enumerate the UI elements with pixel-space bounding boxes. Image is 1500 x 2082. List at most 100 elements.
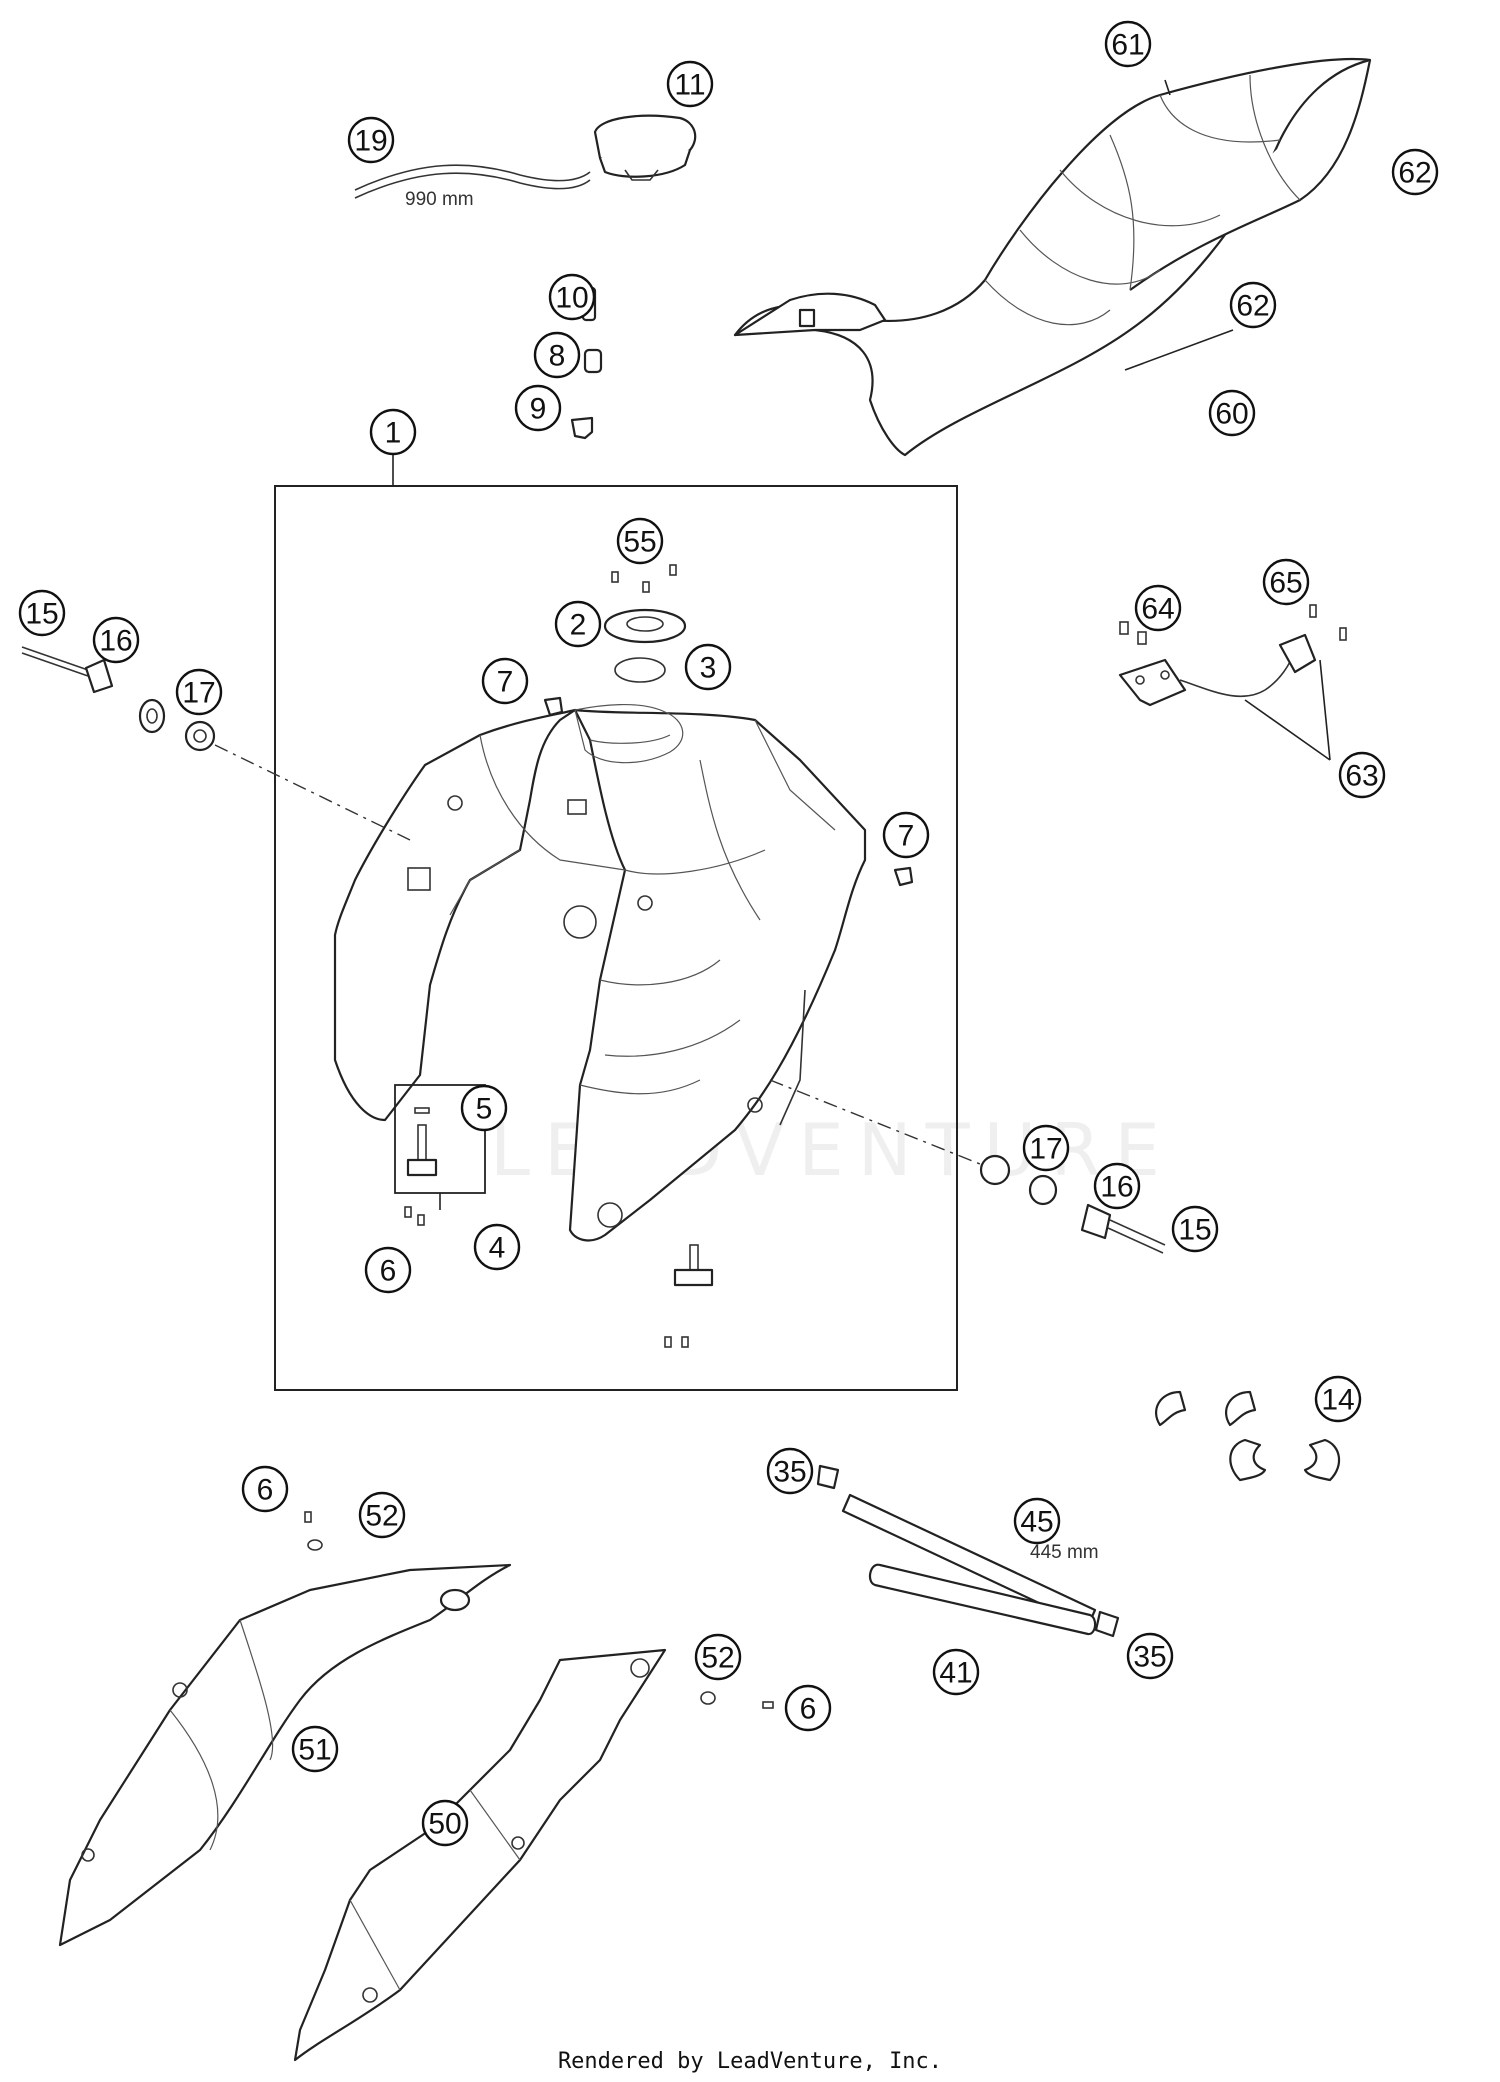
left-mount-hardware: [21, 646, 411, 841]
callout-circle: [1208, 389, 1256, 437]
callout-circle: [364, 1246, 412, 1294]
callout-circle: [514, 384, 562, 432]
callout-6: 6: [364, 1246, 412, 1294]
callout-62: 62: [1229, 281, 1277, 329]
callout-51: 51: [291, 1725, 339, 1773]
callout-45: 45: [1013, 1497, 1061, 1545]
callout-7: 7: [882, 811, 930, 859]
breather-hoses: 445 mm: [816, 1464, 1120, 1638]
callout-labels: 1234566677891011141515161617171935354145…: [18, 20, 1439, 1847]
callout-65: 65: [1262, 558, 1310, 606]
callout-number: 8: [549, 340, 566, 373]
callout-number: 4: [489, 1232, 506, 1265]
callout-number: 62: [1398, 157, 1431, 190]
callout-number: 5: [476, 1093, 493, 1126]
callout-circle: [554, 600, 602, 648]
callout-19: 19: [347, 116, 395, 164]
callout-circle: [1093, 1162, 1141, 1210]
callout-circle: [421, 1799, 469, 1847]
right-mount-hardware: [769, 1079, 1166, 1254]
callout-7: 7: [481, 657, 529, 705]
callout-64: 64: [1134, 584, 1182, 632]
callout-6: 6: [241, 1465, 289, 1513]
callout-5: 5: [460, 1084, 508, 1132]
callout-circle: [369, 408, 417, 456]
callout-number: 11: [674, 69, 705, 102]
callout-circle: [481, 657, 529, 705]
callout-circle: [684, 643, 732, 691]
callout-4: 4: [473, 1223, 521, 1271]
side-panel-51: [58, 1511, 512, 1947]
callout-16: 16: [92, 616, 140, 664]
callout-number: 15: [25, 598, 58, 631]
fuel-sensor: [404, 1107, 714, 1348]
callout-number: 7: [898, 820, 915, 853]
callout-16: 16: [1093, 1162, 1141, 1210]
callout-62: 62: [1391, 148, 1439, 196]
callout-63: 63: [1338, 751, 1386, 799]
callout-circle: [533, 331, 581, 379]
callout-number: 60: [1215, 398, 1248, 431]
callout-circle: [291, 1725, 339, 1773]
hose-45-length: 445 mm: [1030, 1542, 1099, 1563]
callout-15: 15: [1171, 1205, 1219, 1253]
callout-number: 63: [1345, 760, 1378, 793]
callout-circle: [1134, 584, 1182, 632]
fuel-pump-flange: [543, 564, 914, 887]
callout-circle: [1104, 20, 1152, 68]
callout-number: 52: [701, 1642, 734, 1675]
callout-number: 51: [298, 1734, 331, 1767]
callout-55: 55: [616, 517, 664, 565]
callout-10: 10: [548, 273, 596, 321]
callout-number: 19: [354, 125, 387, 158]
seat-lock-assembly: [1118, 604, 1347, 707]
fuel-tank: [333, 704, 867, 1242]
callout-circle: [932, 1648, 980, 1696]
callout-number: 7: [497, 666, 514, 699]
callout-6: 6: [784, 1684, 832, 1732]
callout-50: 50: [421, 1799, 469, 1847]
callout-circle: [473, 1223, 521, 1271]
callout-number: 50: [428, 1808, 461, 1841]
callout-number: 6: [800, 1693, 817, 1726]
callout-number: 35: [773, 1456, 806, 1489]
callout-circle: [1314, 1375, 1362, 1423]
callout-number: 45: [1020, 1506, 1053, 1539]
callout-52: 52: [694, 1633, 742, 1681]
callout-number: 14: [1321, 1384, 1354, 1417]
callout-circle: [548, 273, 596, 321]
callout-8: 8: [533, 331, 581, 379]
callout-number: 6: [380, 1255, 397, 1288]
callout-circle: [1171, 1205, 1219, 1253]
callout-number: 55: [623, 526, 656, 559]
callout-1: 1: [369, 408, 417, 456]
seat: [733, 57, 1372, 457]
callout-17: 17: [1022, 1124, 1070, 1172]
callout-number: 41: [939, 1657, 972, 1690]
callout-9: 9: [514, 384, 562, 432]
callout-number: 52: [365, 1500, 398, 1533]
callout-circle: [1262, 558, 1310, 606]
callout-circle: [241, 1465, 289, 1513]
callout-35: 35: [766, 1447, 814, 1495]
callout-circle: [358, 1491, 406, 1539]
callout-circle: [1013, 1497, 1061, 1545]
hose-19-length: 990 mm: [405, 189, 474, 210]
callout-60: 60: [1208, 389, 1256, 437]
hose-19: 990 mm: [354, 164, 591, 210]
callout-35: 35: [1126, 1632, 1174, 1680]
fuel-tank-group-box: [274, 485, 958, 1391]
callout-61: 61: [1104, 20, 1152, 68]
callout-number: 15: [1178, 1214, 1211, 1247]
callout-number: 16: [1100, 1171, 1133, 1204]
callout-15: 15: [18, 589, 66, 637]
callout-circle: [1391, 148, 1439, 196]
callout-52: 52: [358, 1491, 406, 1539]
callout-number: 6: [257, 1474, 274, 1507]
callout-circle: [766, 1447, 814, 1495]
callout-circle: [666, 60, 714, 108]
callout-3: 3: [684, 643, 732, 691]
callout-circle: [616, 517, 664, 565]
callout-number: 10: [555, 282, 588, 315]
